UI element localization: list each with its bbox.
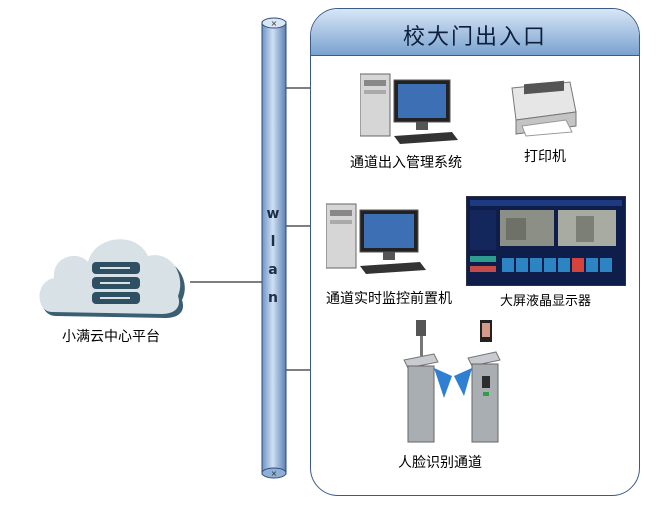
svg-text:×: × bbox=[271, 19, 278, 28]
wlan-letter: a bbox=[268, 262, 278, 278]
display-label: 大屏液晶显示器 bbox=[500, 294, 592, 309]
face-gate-label: 人脸识别通道 bbox=[398, 455, 482, 471]
printer-label: 打印机 bbox=[524, 149, 566, 165]
wlan-bus-pipe: × × bbox=[261, 17, 287, 479]
monitor-pc-icon bbox=[326, 203, 426, 274]
large-display-icon bbox=[466, 196, 626, 286]
wlan-letter: l bbox=[270, 234, 276, 250]
cloud-server-icon bbox=[39, 239, 185, 318]
wlan-letter: n bbox=[268, 290, 278, 306]
wlan-letter: w bbox=[266, 206, 280, 222]
face-gate-icon bbox=[403, 320, 501, 443]
printer-icon bbox=[511, 80, 577, 137]
management-pc-icon bbox=[360, 73, 458, 144]
monitor-pc-label: 通道实时监控前置机 bbox=[326, 291, 452, 307]
svg-text:×: × bbox=[271, 469, 278, 478]
cloud-label: 小满云中心平台 bbox=[62, 329, 160, 345]
panel-title: 校大门出入口 bbox=[402, 25, 547, 50]
panel-header bbox=[311, 9, 639, 56]
management-system-label: 通道出入管理系统 bbox=[350, 155, 462, 171]
